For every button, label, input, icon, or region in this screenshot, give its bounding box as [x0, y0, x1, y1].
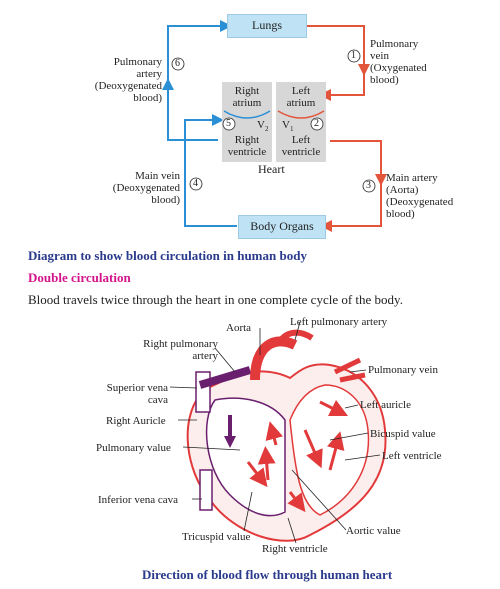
- body-organs-box: Body Organs: [238, 215, 326, 239]
- marker-5: 5: [226, 118, 231, 129]
- caption-heart: Direction of blood flow through human he…: [142, 567, 393, 582]
- section-title: Double circulation: [28, 270, 131, 285]
- pulmonary-vein-label: Pulmonary vein (Oxygenated blood): [370, 38, 427, 86]
- pulmonary-artery-label: Pulmonary artery (Deoxygenated blood): [94, 56, 162, 104]
- label-superior-vena-cava: Superior vena cava: [106, 382, 168, 406]
- heart-label: Heart: [258, 162, 285, 176]
- label-pulmonary-valve: Pulmonary value: [96, 442, 171, 454]
- marker-6: 6: [175, 58, 180, 69]
- valve-v1-label: V1: [282, 119, 294, 134]
- label-aortic-valve: Aortic value: [346, 525, 401, 537]
- main-vein-label: Main vein (Deoxygenated blood): [112, 170, 180, 206]
- label-inferior-vena-cava: Inferior vena cava: [98, 494, 179, 506]
- label-pulmonary-vein: Pulmonary vein: [368, 364, 438, 376]
- heart-chambers: [222, 82, 326, 162]
- label-left-auricle: Left auricle: [360, 399, 411, 411]
- body-text: Blood travels twice through the heart in…: [28, 292, 403, 307]
- valve-v2-label: V2: [257, 119, 269, 134]
- label-right-ventricle: Right ventricle: [262, 543, 328, 555]
- caption-circulation: Diagram to show blood circulation in hum…: [28, 248, 307, 263]
- label-left-ventricle: Left ventricle: [382, 450, 442, 462]
- label-tricuspid-valve: Tricuspid value: [182, 531, 251, 543]
- lungs-box: Lungs: [227, 14, 307, 38]
- label-right-pulmonary-artery: Right pulmonary artery: [143, 338, 218, 362]
- main-artery-label: Main artery (Aorta) (Deoxygenated blood): [386, 172, 454, 220]
- label-aorta: Aorta: [226, 322, 252, 334]
- marker-2: 2: [314, 118, 319, 129]
- marker-4: 4: [193, 178, 198, 189]
- marker-3: 3: [366, 180, 371, 191]
- marker-1: 1: [351, 50, 356, 61]
- label-bicuspid-valve: Bicuspid value: [370, 428, 436, 440]
- label-left-pulmonary-artery: Left pulmonary artery: [290, 316, 388, 328]
- step-markers: [171, 49, 376, 193]
- leader-lines: [169, 321, 381, 544]
- deoxygenated-pathway: [162, 20, 237, 227]
- label-right-auricle: Right Auricle: [106, 415, 166, 427]
